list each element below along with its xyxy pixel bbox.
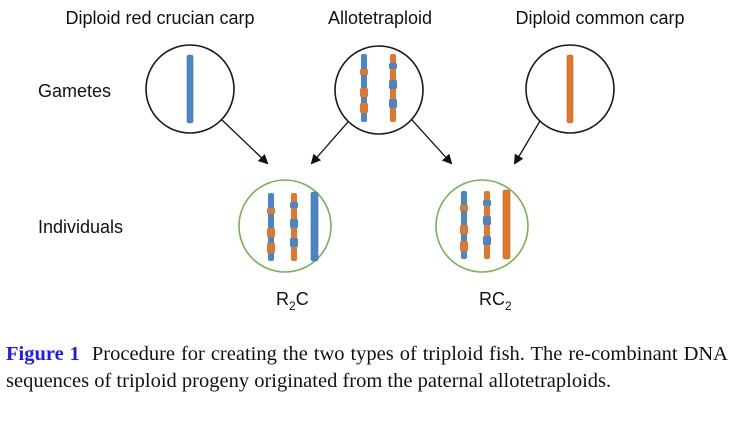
header-common-carp: Diploid common carp xyxy=(515,8,684,28)
row-label-gametes: Gametes xyxy=(38,81,111,101)
chromosome-recombinant-2 xyxy=(389,54,397,122)
chromosome-orange xyxy=(502,189,511,260)
arrow-allotetraploid-to-rc2 xyxy=(411,119,453,165)
chromosome-recombinant-2 xyxy=(290,193,298,261)
chromosome-recombinant-1 xyxy=(460,191,468,259)
chromosome-recombinant-1 xyxy=(360,54,368,122)
individual-r2c xyxy=(238,179,332,273)
gamete-circle xyxy=(334,45,424,135)
gamete-allotetraploid xyxy=(334,45,424,135)
chromosome-orange xyxy=(566,54,574,124)
label-r2c: R2C xyxy=(276,289,309,313)
gamete-common-carp xyxy=(525,44,615,134)
gamete-circle xyxy=(525,44,615,134)
individual-circle xyxy=(435,179,529,273)
individual-circle xyxy=(238,179,332,273)
label-rc2: RC2 xyxy=(479,289,512,313)
row-label-individuals: Individuals xyxy=(38,217,123,237)
header-red-crucian-carp: Diploid red crucian carp xyxy=(65,8,254,28)
figure-label: Figure 1 xyxy=(6,343,80,365)
chromosome-recombinant-2 xyxy=(483,191,491,259)
individual-rc2 xyxy=(435,179,529,273)
chromosome-blue xyxy=(310,191,319,262)
header-allotetraploid: Allotetraploid xyxy=(328,8,432,28)
chromosome-recombinant-1 xyxy=(267,193,275,261)
arrow-allotetraploid-to-r2c xyxy=(310,121,349,165)
gamete-red-crucian xyxy=(145,44,235,134)
arrow-common-carp-to-rc2 xyxy=(513,120,541,165)
caption-text: Procedure for creating the two types of … xyxy=(6,343,728,392)
gamete-circle xyxy=(145,44,235,134)
arrow-red-crucian-to-r2c xyxy=(221,119,269,165)
chromosome-blue xyxy=(186,54,194,124)
triploid-procedure-diagram: Diploid red crucian carp Allotetraploid … xyxy=(38,8,685,313)
